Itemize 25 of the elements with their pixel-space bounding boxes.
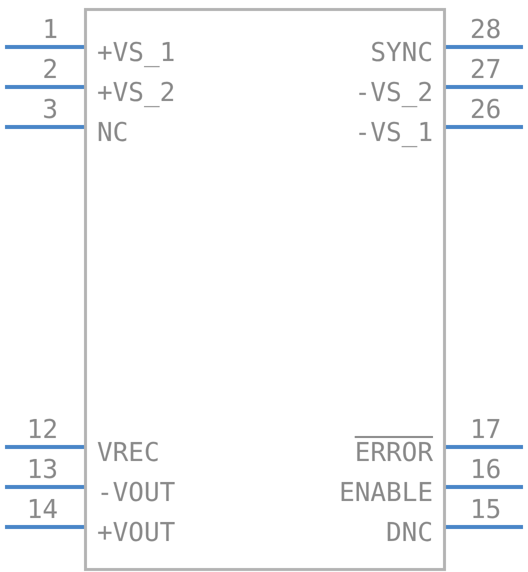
pin-number: 26 (470, 95, 502, 125)
pin-number: 12 (26, 415, 58, 445)
pin-name: DNC (386, 518, 433, 548)
pin-number: 14 (26, 495, 58, 525)
pin-number: 15 (470, 495, 502, 525)
pin-number: 27 (470, 55, 502, 85)
pin-name: -VS_1 (354, 118, 433, 148)
pin-number: 17 (470, 415, 502, 445)
pin-name: +VS_1 (97, 38, 176, 68)
pin-name: +VS_2 (97, 78, 176, 108)
pin-number: 1 (42, 15, 58, 45)
pin-name: NC (97, 118, 128, 148)
pin-name: VREC (97, 438, 160, 468)
pin-number: 3 (42, 95, 58, 125)
pin-name: -VOUT (97, 478, 176, 508)
pin-number: 16 (470, 455, 502, 485)
chip-body (84, 8, 446, 571)
pin-name: ENABLE (339, 478, 433, 508)
pin-name: -VS_2 (354, 78, 433, 108)
pin-name: ERROR (354, 438, 433, 468)
pin-name: +VOUT (97, 518, 176, 548)
pin-number: 13 (26, 455, 58, 485)
pin-number: 2 (42, 55, 58, 85)
pin-number: 28 (470, 15, 502, 45)
pin-name: SYNC (370, 38, 433, 68)
